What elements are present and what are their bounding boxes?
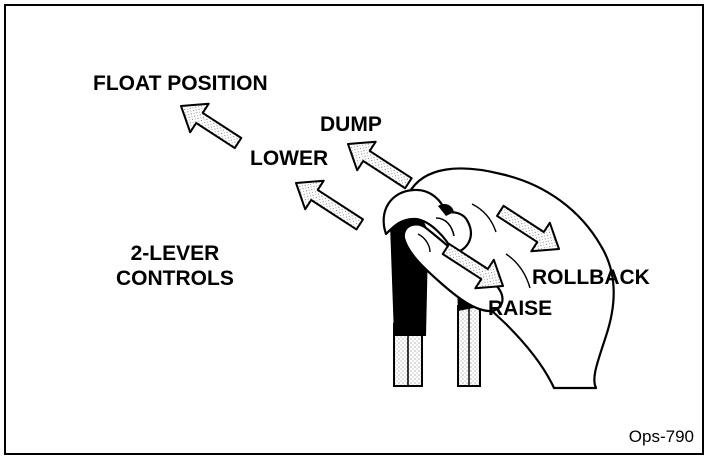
rollback-label: ROLLBACK (532, 266, 650, 289)
lower-label: LOWER (250, 147, 329, 170)
lever-illustration (180, 102, 615, 390)
diagram-frame: FLOAT POSITION DUMP LOWER 2-LEVER CONTRO… (4, 4, 704, 455)
figure-reference: Ops-790 (628, 427, 694, 446)
lower-arrow-icon (295, 179, 365, 231)
dump-arrow-icon (347, 140, 413, 190)
title-line-1: 2-LEVER (130, 242, 220, 265)
raise-arrow-icon (441, 242, 504, 290)
raise-label: RAISE (488, 297, 553, 320)
hand-icon (382, 167, 615, 390)
rollback-arrow-icon (496, 204, 560, 253)
title-label: 2-LEVER CONTROLS (116, 241, 234, 291)
float-arrow-icon (180, 102, 243, 150)
float-position-label: FLOAT POSITION (93, 72, 268, 95)
title-line-2: CONTROLS (116, 267, 234, 291)
dump-label: DUMP (320, 113, 382, 136)
